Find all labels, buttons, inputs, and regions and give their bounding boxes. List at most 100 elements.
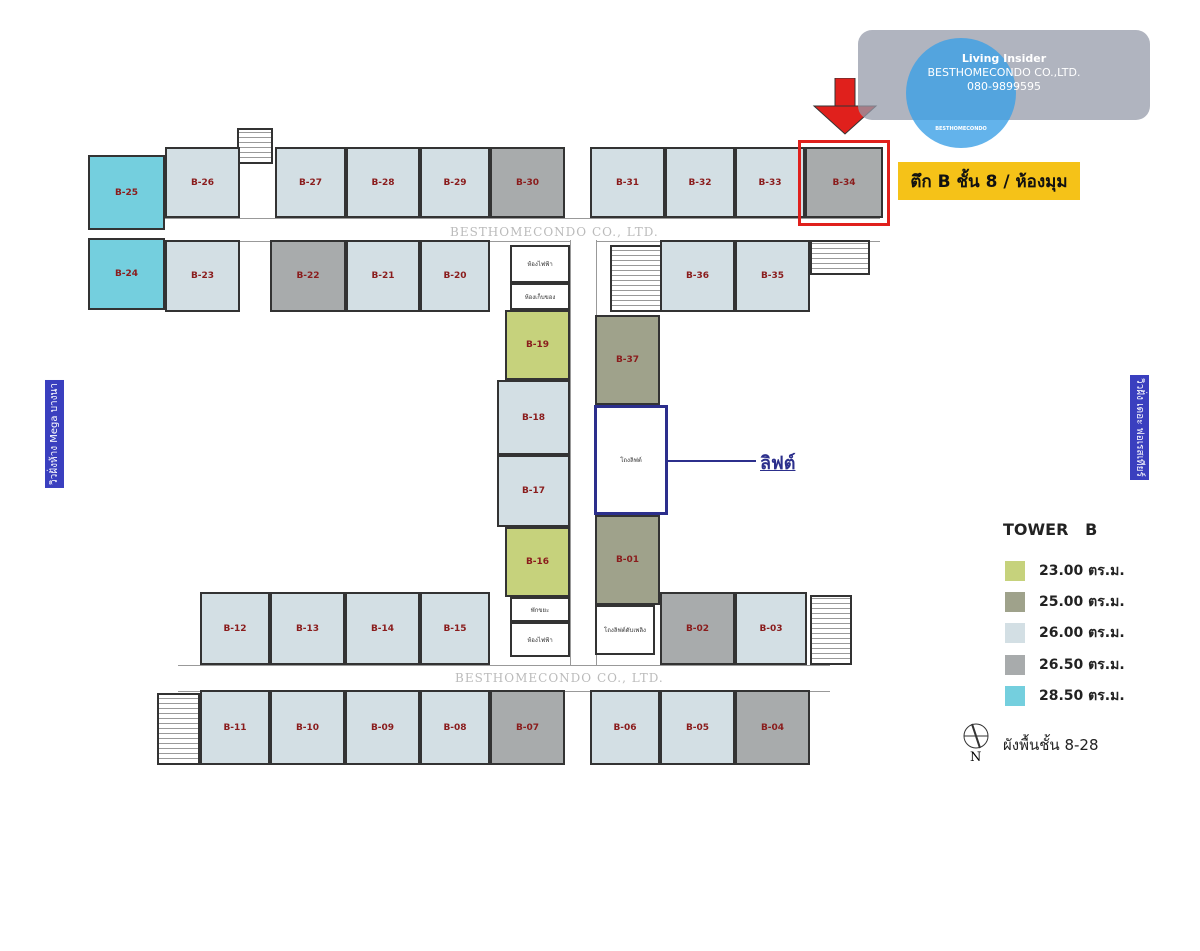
unit-b08[interactable]: B-08 xyxy=(420,690,490,765)
unit-b13[interactable]: B-13 xyxy=(270,592,345,665)
unit-b29[interactable]: B-29 xyxy=(420,147,490,218)
legend-label: 26.50 ตร.ม. xyxy=(1039,657,1125,673)
north-label: N xyxy=(970,750,982,765)
unit-label: B-26 xyxy=(190,177,215,188)
besthomecondo-logo xyxy=(906,38,1016,148)
unit-b23[interactable]: B-23 xyxy=(165,240,240,312)
unit-b01[interactable]: B-01 xyxy=(595,515,660,605)
unit-b22[interactable]: B-22 xyxy=(270,240,346,312)
unit-label: B-06 xyxy=(613,722,637,733)
legend-swatch xyxy=(1005,655,1025,675)
legend-item: 25.00 ตร.ม. xyxy=(1005,591,1125,613)
unit-label: B-21 xyxy=(371,271,395,281)
unit-b05[interactable]: B-05 xyxy=(660,690,735,765)
stairwell xyxy=(157,693,200,765)
stairwell xyxy=(610,245,662,312)
unit-label: B-34 xyxy=(832,177,856,188)
unit-label: B-24 xyxy=(114,269,139,279)
unit-b30[interactable]: B-30 xyxy=(490,147,565,218)
unit-b09[interactable]: B-09 xyxy=(345,690,420,765)
unit-b06[interactable]: B-06 xyxy=(590,690,660,765)
legend-swatch xyxy=(1005,592,1025,612)
lift-label: ลิฟต์ xyxy=(760,453,796,474)
unit-label: B-23 xyxy=(190,271,215,281)
watermark-text: Living Insider BESTHOMECONDO CO.,LTD. 08… xyxy=(858,52,1150,94)
unit-b28[interactable]: B-28 xyxy=(346,147,420,218)
unit-label: B-11 xyxy=(223,722,247,733)
unit-b33[interactable]: B-33 xyxy=(735,147,805,218)
unit-label: B-10 xyxy=(295,722,320,733)
view-label-right: วิวฝั่ง เดอะ ฟอเรสเทียร์ xyxy=(1130,375,1149,480)
corridor-center xyxy=(570,240,597,665)
legend-item: 28.50 ตร.ม. xyxy=(1005,685,1125,707)
legend-swatch xyxy=(1005,561,1025,581)
unit-label: B-33 xyxy=(758,177,782,188)
unit-label: B-19 xyxy=(525,340,550,350)
unit-label: B-36 xyxy=(685,271,710,281)
unit-b03[interactable]: B-03 xyxy=(735,592,807,665)
floor-range-label: ผังพื้นชั้น 8-28 xyxy=(1003,736,1099,754)
unit-b35[interactable]: B-35 xyxy=(735,240,810,312)
unit-label: B-37 xyxy=(615,355,640,365)
unit-label: B-04 xyxy=(760,722,785,733)
unit-b15[interactable]: B-15 xyxy=(420,592,490,665)
legend-swatch xyxy=(1005,623,1025,643)
unit-b18[interactable]: B-18 xyxy=(497,380,570,455)
unit-b02[interactable]: B-02 xyxy=(660,592,735,665)
unit-b37[interactable]: B-37 xyxy=(595,315,660,405)
unit-label: B-01 xyxy=(615,555,640,565)
unit-label: B-31 xyxy=(615,177,640,188)
view-label-left: วิวฝั่งห้าง Mega บางนา xyxy=(45,380,64,488)
unit-label: B-32 xyxy=(688,177,712,188)
legend-label: 23.00 ตร.ม. xyxy=(1039,563,1125,579)
unit-b34[interactable]: B-34 xyxy=(805,147,883,218)
unit-b26[interactable]: B-26 xyxy=(165,147,240,218)
garbage-room: พักขยะ xyxy=(510,597,570,622)
unit-label: B-28 xyxy=(371,177,395,188)
unit-b27[interactable]: B-27 xyxy=(275,147,346,218)
legend-label: 26.00 ตร.ม. xyxy=(1039,625,1125,641)
unit-b12[interactable]: B-12 xyxy=(200,592,270,665)
unit-b24[interactable]: B-24 xyxy=(88,238,165,310)
unit-b04[interactable]: B-04 xyxy=(735,690,810,765)
legend-item: 26.50 ตร.ม. xyxy=(1005,654,1125,676)
unit-label: B-15 xyxy=(443,623,467,634)
watermark-brand: Living Insider xyxy=(961,52,1047,65)
unit-b31[interactable]: B-31 xyxy=(590,147,665,218)
unit-b14[interactable]: B-14 xyxy=(345,592,420,665)
corridor-bottom xyxy=(178,665,830,692)
unit-label: B-35 xyxy=(760,271,785,281)
unit-b36[interactable]: B-36 xyxy=(660,240,735,312)
storage-room: ห้องเก็บของ xyxy=(510,283,570,310)
unit-label: B-20 xyxy=(443,271,467,281)
stairwell xyxy=(237,128,273,164)
highlight-box xyxy=(798,140,890,226)
compass-icon xyxy=(963,723,989,749)
unit-b10[interactable]: B-10 xyxy=(270,690,345,765)
unit-label: B-13 xyxy=(295,623,320,634)
legend-item: 26.00 ตร.ม. xyxy=(1005,622,1125,644)
lift-lobby[interactable]: โถงลิฟต์ xyxy=(594,405,668,515)
unit-b16[interactable]: B-16 xyxy=(505,527,570,597)
unit-label: B-29 xyxy=(443,177,467,188)
unit-label: B-27 xyxy=(298,177,323,188)
fire-lift-lobby: โถงลิฟต์ดับเพลิง xyxy=(595,605,655,655)
unit-b17[interactable]: B-17 xyxy=(497,455,570,527)
unit-b21[interactable]: B-21 xyxy=(346,240,420,312)
corridor-top xyxy=(160,218,880,242)
unit-b20[interactable]: B-20 xyxy=(420,240,490,312)
electric-room: ห้องไฟฟ้า xyxy=(510,622,570,657)
unit-b32[interactable]: B-32 xyxy=(665,147,735,218)
unit-b25[interactable]: B-25 xyxy=(88,155,165,230)
unit-b07[interactable]: B-07 xyxy=(490,690,565,765)
unit-label: B-05 xyxy=(685,722,710,733)
electric-room: ห้องไฟฟ้า xyxy=(510,245,570,283)
corridor-watermark: BESTHOMECONDO CO., LTD. xyxy=(455,671,664,685)
unit-label: B-30 xyxy=(515,177,540,188)
corner-room-label: ตึก B ชั้น 8 / ห้องมุม xyxy=(898,162,1080,200)
unit-b19[interactable]: B-19 xyxy=(505,310,570,380)
unit-label: B-12 xyxy=(223,623,247,634)
unit-label: B-03 xyxy=(759,623,783,634)
unit-b11[interactable]: B-11 xyxy=(200,690,270,765)
